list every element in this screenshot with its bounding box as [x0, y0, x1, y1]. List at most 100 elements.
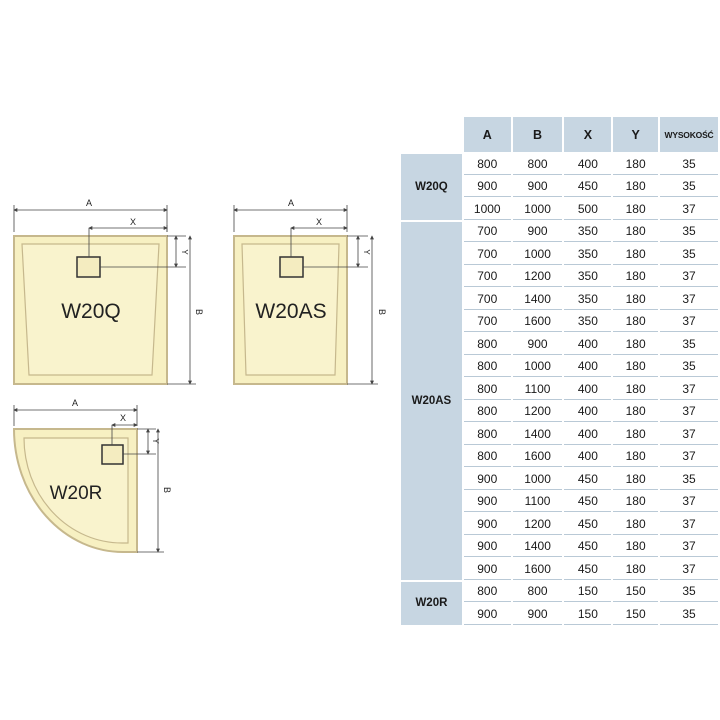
table-cell: 900 — [463, 514, 511, 535]
w20q-dim-a-label: A — [86, 198, 92, 208]
table-cell: 37 — [660, 491, 718, 512]
table-cell: 700 — [463, 311, 511, 332]
table-cell: 400 — [564, 401, 612, 422]
table-cell: 180 — [613, 221, 659, 242]
table-cell: 35 — [660, 176, 718, 197]
table-cell: 1000 — [512, 469, 563, 490]
w20r-model-label: W20R — [50, 483, 103, 504]
table-cell: 37 — [660, 559, 718, 580]
table-cell: 180 — [613, 401, 659, 422]
table-cell: 180 — [613, 356, 659, 377]
table-cell: 700 — [463, 289, 511, 310]
table-cell: 37 — [660, 401, 718, 422]
table-cell: 1000 — [512, 199, 563, 220]
model-cell: W20Q — [401, 154, 462, 220]
w20r-dim-y-label: Y — [151, 438, 160, 444]
table-cell: 150 — [613, 581, 659, 602]
table-cell: 35 — [660, 334, 718, 355]
table-cell: 1000 — [512, 244, 563, 265]
table-cell: 1400 — [512, 289, 563, 310]
table-cell: 37 — [660, 424, 718, 445]
table-cell: 37 — [660, 379, 718, 400]
table-cell: 35 — [660, 356, 718, 377]
table-cell: 900 — [512, 176, 563, 197]
table-cell: 180 — [613, 379, 659, 400]
table-cell: 1000 — [463, 199, 511, 220]
table-cell: 450 — [564, 491, 612, 512]
table-cell: 180 — [613, 536, 659, 557]
table-cell: 800 — [463, 154, 511, 175]
table-cell: 800 — [463, 401, 511, 422]
w20r-dim-a-label: A — [72, 398, 78, 408]
table-cell: 35 — [660, 244, 718, 265]
w20as-dim-a-label: A — [288, 198, 294, 208]
w20as-model-label: W20AS — [255, 300, 326, 323]
table-cell: 180 — [613, 176, 659, 197]
w20q-inner-basin — [21, 243, 160, 376]
w20q-dim-b-label: B — [194, 309, 204, 315]
table-cell: 500 — [564, 199, 612, 220]
table-cell: 450 — [564, 536, 612, 557]
w20q-model-label: W20Q — [61, 300, 121, 323]
table-cell: 35 — [660, 221, 718, 242]
w20r-diagram: W20R A X Y B — [12, 398, 172, 553]
table-cell: 1200 — [512, 514, 563, 535]
table-cell: 35 — [660, 469, 718, 490]
table-cell: 37 — [660, 266, 718, 287]
table-cell: 350 — [564, 244, 612, 265]
w20r-drain — [101, 444, 124, 465]
table-cell: 1600 — [512, 559, 563, 580]
table-cell: 1200 — [512, 266, 563, 287]
w20q-diagram: W20Q A X Y B — [13, 198, 204, 385]
table-cell: 900 — [463, 536, 511, 557]
w20as-dim-y-label: Y — [362, 249, 371, 255]
header-y: Y — [613, 117, 659, 152]
table-cell: 350 — [564, 311, 612, 332]
table-cell: 180 — [613, 154, 659, 175]
table-cell: 180 — [613, 491, 659, 512]
table-cell: 350 — [564, 221, 612, 242]
table-cell: 700 — [463, 221, 511, 242]
table-cell: 37 — [660, 199, 718, 220]
w20r-dim-x-label: X — [120, 413, 126, 423]
header-corner — [401, 117, 462, 152]
table-cell: 180 — [613, 334, 659, 355]
w20as-drain — [279, 256, 304, 278]
header-x: X — [564, 117, 612, 152]
table-cell: 37 — [660, 446, 718, 467]
table-cell: 800 — [463, 424, 511, 445]
table-cell: 700 — [463, 244, 511, 265]
table-cell: 800 — [463, 379, 511, 400]
table-cell: 1000 — [512, 356, 563, 377]
table-cell: 800 — [463, 334, 511, 355]
w20as-diagram: W20AS A X Y B — [233, 198, 387, 385]
table-cell: 900 — [463, 176, 511, 197]
w20q-drain — [76, 256, 101, 278]
table-cell: 400 — [564, 356, 612, 377]
table-cell: 900 — [463, 604, 511, 625]
table-cell: 37 — [660, 514, 718, 535]
table-cell: 900 — [463, 559, 511, 580]
table-cell: 1100 — [512, 491, 563, 512]
table-cell: 1400 — [512, 536, 563, 557]
w20q-dim-x-label: X — [130, 217, 136, 227]
table-cell: 450 — [564, 514, 612, 535]
